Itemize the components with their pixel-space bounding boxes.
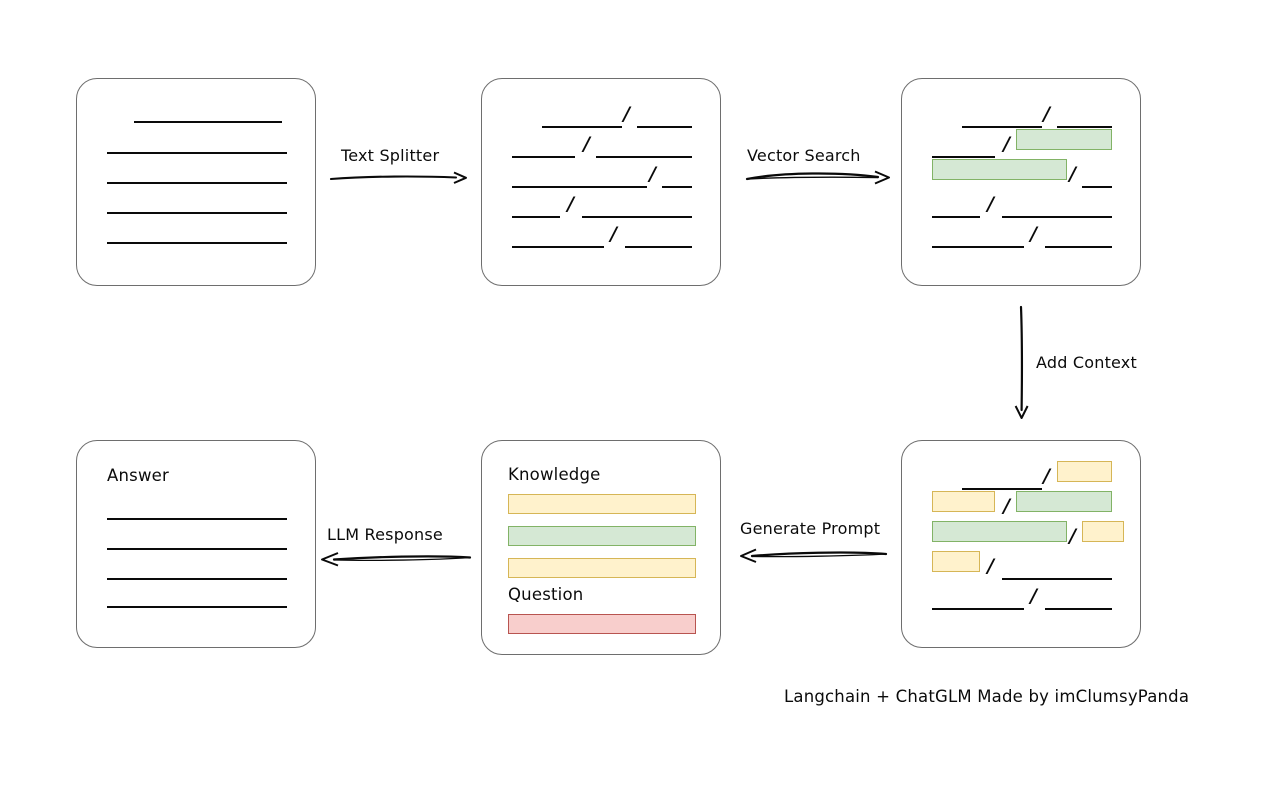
split-slash: / <box>987 192 994 215</box>
text-segment <box>107 212 287 214</box>
text-segment <box>596 156 692 158</box>
card-split-chunks[interactable]: / / / / / <box>481 78 721 286</box>
question-bar[interactable] <box>508 614 696 634</box>
matched-chunks-body: / / / / / <box>902 79 1140 285</box>
text-segment <box>1002 216 1112 218</box>
arrow-llm-response <box>320 549 472 571</box>
context-chunk-green[interactable] <box>932 520 1067 542</box>
split-slash: / <box>567 192 574 215</box>
text-segment <box>512 216 560 218</box>
text-segment <box>512 156 575 158</box>
context-chunk-yellow[interactable] <box>1057 460 1112 482</box>
split-slash: / <box>1003 132 1010 155</box>
edge-label-llm-response: LLM Response <box>327 525 443 544</box>
card-context-chunks[interactable]: / / / / / <box>901 440 1141 648</box>
footer-credit: Langchain + ChatGLM Made by imClumsyPand… <box>784 687 1190 706</box>
text-segment <box>1082 186 1112 188</box>
text-segment <box>932 246 1024 248</box>
edge-label-vector-search: Vector Search <box>747 146 861 165</box>
knowledge-bar[interactable] <box>508 494 696 514</box>
split-slash: / <box>1003 494 1010 517</box>
arrow-generate-prompt <box>738 545 888 567</box>
card-matched-chunks[interactable]: / / / / / <box>901 78 1141 286</box>
source-document-body <box>77 79 315 285</box>
split-slash: / <box>987 554 994 577</box>
matched-chunk-green[interactable] <box>1016 128 1112 150</box>
arrow-vector-search <box>745 166 893 188</box>
text-segment <box>107 152 287 154</box>
text-segment <box>962 488 1042 490</box>
text-segment <box>542 126 622 128</box>
context-chunk-yellow[interactable] <box>932 550 980 572</box>
prompt-question-label: Question <box>508 585 584 604</box>
knowledge-bar[interactable] <box>508 526 696 546</box>
split-slash: / <box>1030 222 1037 245</box>
context-chunk-yellow[interactable] <box>932 490 995 512</box>
card-answer[interactable]: Answer <box>76 440 316 648</box>
edge-label-add-context: Add Context <box>1036 353 1137 372</box>
split-slash: / <box>1030 584 1037 607</box>
knowledge-bar[interactable] <box>508 558 696 578</box>
split-slash: / <box>1043 102 1050 125</box>
text-segment <box>1045 608 1112 610</box>
answer-label: Answer <box>107 466 169 485</box>
arrow-text-splitter <box>329 168 470 188</box>
text-segment <box>512 246 604 248</box>
text-segment <box>625 246 692 248</box>
text-segment <box>512 186 647 188</box>
text-segment <box>134 121 282 123</box>
split-slash: / <box>610 222 617 245</box>
text-segment <box>107 606 287 608</box>
text-segment <box>107 578 287 580</box>
text-segment <box>582 216 692 218</box>
text-segment <box>1045 246 1112 248</box>
card-prompt[interactable]: Knowledge Question <box>481 440 721 655</box>
context-chunk-yellow[interactable] <box>1082 520 1124 542</box>
text-segment <box>932 216 980 218</box>
arrow-add-context <box>1010 305 1036 420</box>
edge-label-text-splitter: Text Splitter <box>341 146 440 165</box>
prompt-body: Knowledge Question <box>482 441 720 654</box>
text-segment <box>662 186 692 188</box>
text-segment <box>932 608 1024 610</box>
answer-body: Answer <box>77 441 315 647</box>
prompt-knowledge-label: Knowledge <box>508 465 601 484</box>
card-source-document[interactable] <box>76 78 316 286</box>
split-slash: / <box>649 162 656 185</box>
edge-label-generate-prompt: Generate Prompt <box>740 519 881 538</box>
context-chunk-green[interactable] <box>1016 490 1112 512</box>
split-chunks-body: / / / / / <box>482 79 720 285</box>
matched-chunk-green[interactable] <box>932 158 1067 180</box>
text-segment <box>107 548 287 550</box>
text-segment <box>932 156 995 158</box>
text-segment <box>107 242 287 244</box>
text-segment <box>1002 578 1112 580</box>
split-slash: / <box>1069 524 1076 547</box>
split-slash: / <box>1069 162 1076 185</box>
text-segment <box>962 126 1042 128</box>
split-slash: / <box>623 102 630 125</box>
split-slash: / <box>1043 464 1050 487</box>
split-slash: / <box>583 132 590 155</box>
context-chunks-body: / / / / / <box>902 441 1140 647</box>
text-segment <box>107 518 287 520</box>
text-segment <box>1057 126 1112 128</box>
text-segment <box>637 126 692 128</box>
text-segment <box>107 182 287 184</box>
